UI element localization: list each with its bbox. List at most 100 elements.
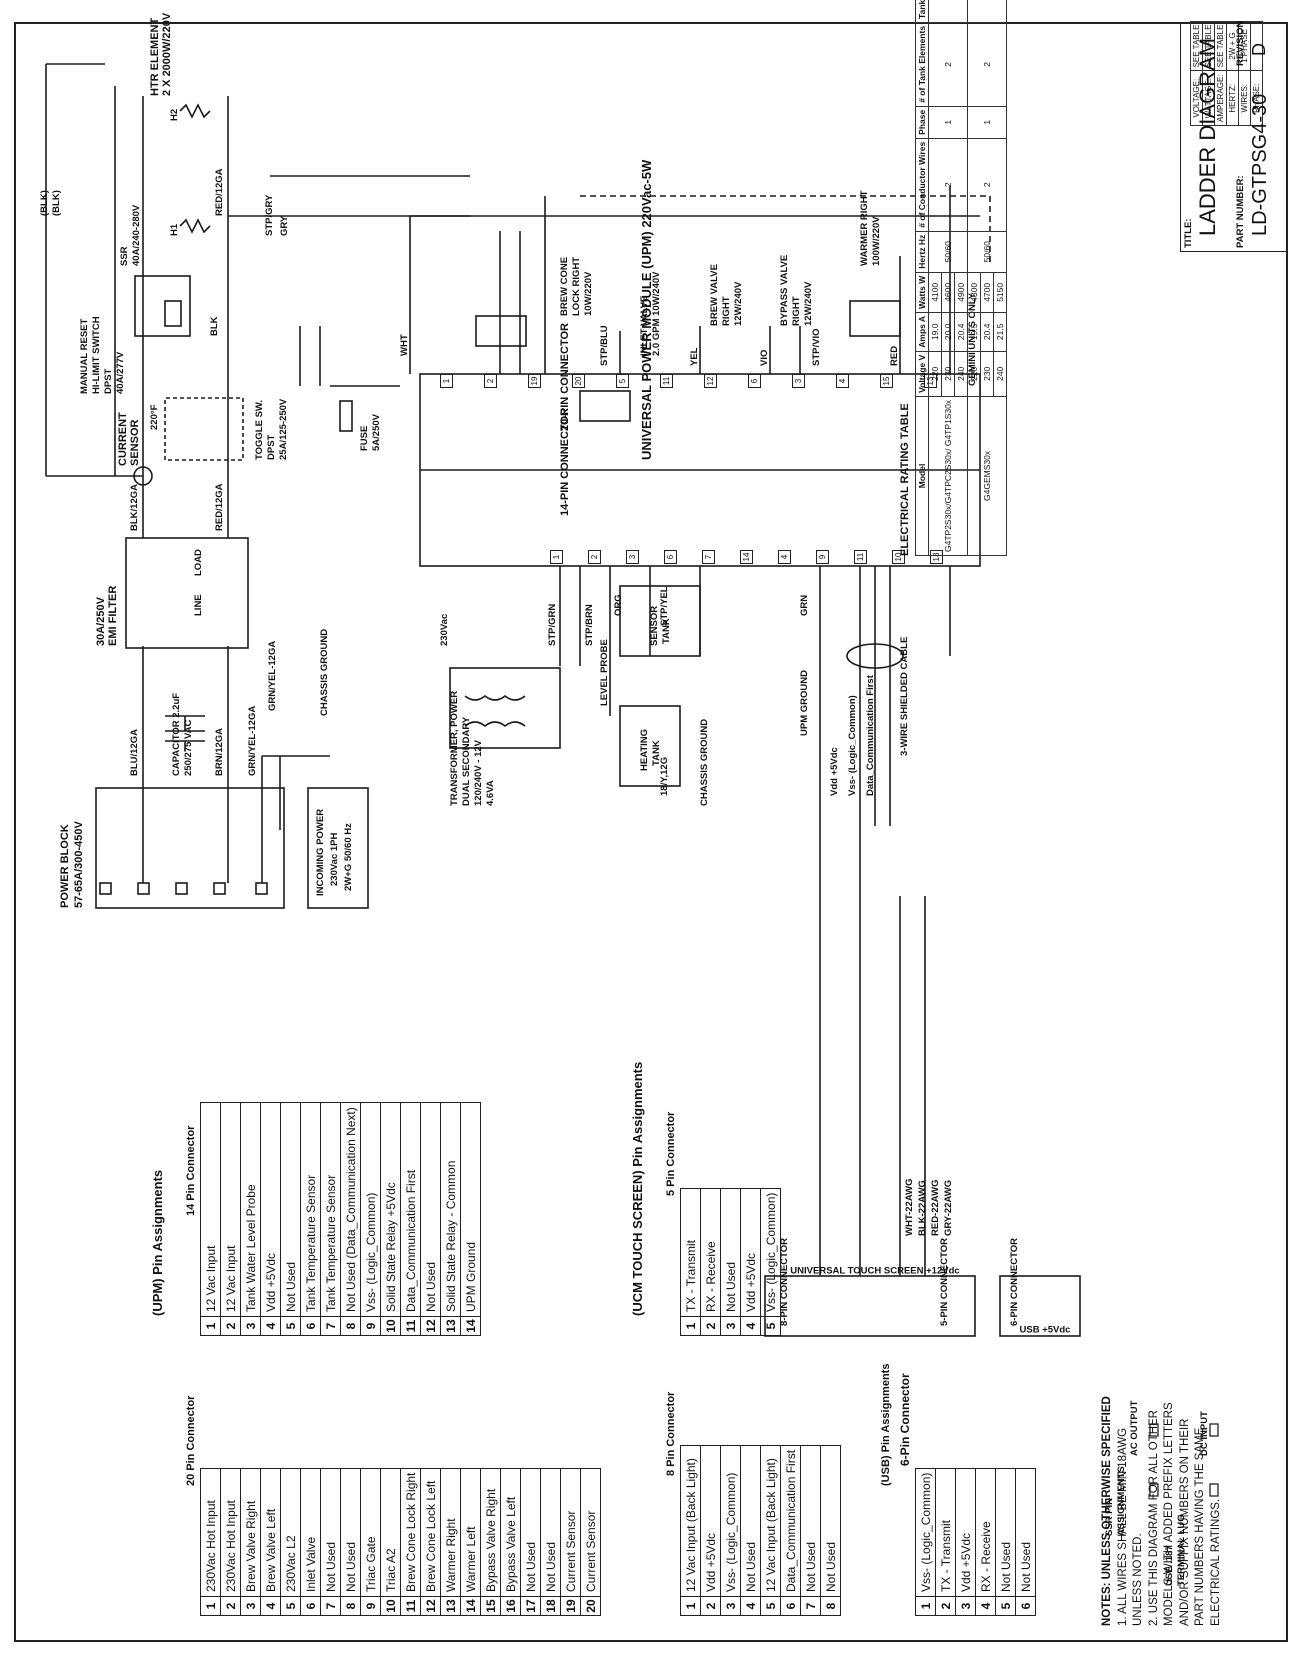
- wire-label-stpbrn: STP/BRN: [584, 604, 595, 646]
- pin-number: 4: [740, 1596, 761, 1616]
- pin-function: RX - Receive: [975, 1468, 996, 1597]
- toggle-switch-label: TOGGLE SW.: [254, 400, 265, 460]
- upm-pin: 19: [528, 374, 541, 388]
- pin-function: 12 Vac Input: [220, 1102, 241, 1317]
- wire-label-blu12: BLU/12GA: [129, 729, 140, 776]
- fuse-label: FUSE: [359, 425, 370, 451]
- pin-number: 4: [260, 1596, 281, 1616]
- h2-label: H2: [169, 108, 180, 121]
- rating-header: Tank Element Rating W/V: [915, 0, 929, 23]
- hi-limit-temp: 220°F: [149, 404, 160, 430]
- rating-cell: 4700: [980, 272, 994, 313]
- upm-pin: 5: [616, 374, 629, 388]
- wire-label-stpblu: STP/BLU: [599, 325, 610, 366]
- warmer-label: WARMER RIGHT: [859, 190, 870, 266]
- wire-label-yel: YEL: [689, 347, 700, 366]
- upm-pin: 2: [484, 374, 497, 388]
- pin-function: Not Used: [1015, 1468, 1036, 1597]
- rating-cell: 19.0: [928, 312, 942, 352]
- vdd-label: Vdd +5Vdc: [829, 747, 840, 796]
- rating-cell: 5150: [993, 272, 1007, 313]
- brew-cone-solenoid: [475, 315, 527, 347]
- upm-pin: 3: [792, 374, 805, 388]
- brew-cone-label: BREW CONE: [559, 256, 570, 316]
- hi-limit-dpst: DPST: [103, 368, 114, 394]
- rating-cell: 220: [967, 351, 981, 397]
- blk22-label: BLK-22AWG: [917, 1180, 928, 1236]
- transformer-rating: 120/240V - 12V: [473, 739, 484, 806]
- pin-function: Not Used: [820, 1445, 841, 1597]
- pin-number: 1: [680, 1596, 701, 1616]
- pin-number: 2: [220, 1596, 241, 1616]
- rating-cell: 4100: [928, 272, 942, 313]
- h1-label: H1: [169, 223, 180, 236]
- revision-value: D: [1249, 43, 1269, 56]
- rating-cell: 2000W/220V: [928, 0, 968, 23]
- incoming-power-line2: 230Vac 1PH: [329, 832, 340, 886]
- upm-pin: 1: [550, 550, 563, 564]
- pin-function: Not Used: [800, 1445, 821, 1597]
- vss-label: Vss- (Logic_Common): [847, 695, 858, 796]
- wire-label-gry: GRY: [279, 215, 290, 236]
- pin-function: Tank Temperature Sensor: [320, 1102, 341, 1317]
- pin-number: 1: [680, 1316, 701, 1336]
- pin-number: 12: [420, 1596, 441, 1616]
- warmer-rating: 100W/220V: [871, 216, 882, 266]
- pin-function: 230Vac Hot Input: [220, 1468, 241, 1597]
- title-text: LADDER DIAGRAM: [1195, 37, 1220, 236]
- wire-label-grn: GRN: [799, 594, 810, 616]
- pin-number: 3: [720, 1316, 741, 1336]
- pin-function: Warmer Left: [460, 1468, 481, 1597]
- pin-function: Not Used: [720, 1188, 741, 1317]
- wire-label-red12: RED/12GA: [214, 483, 225, 531]
- emi-load-label: LOAD: [193, 549, 204, 576]
- sensor-tank-label-2: TANK: [661, 618, 672, 644]
- rating-header: Hertz Hz: [915, 231, 929, 273]
- rating-cell: 2: [928, 138, 968, 232]
- upm-pin: 11: [854, 550, 867, 564]
- usb-table-sub: 6-Pin Connector: [898, 1373, 912, 1466]
- wire-label-blk-main: BLK: [209, 316, 220, 336]
- pin-function: Vdd +5Vdc: [260, 1102, 281, 1317]
- upm-table-heading: (UPM) Pin Assignments: [150, 1169, 165, 1316]
- rating-header: Amps A: [915, 312, 929, 352]
- incoming-power-box: [307, 787, 369, 909]
- heating-tank: [619, 705, 681, 787]
- usb-label: USB +5Vdc: [1019, 1324, 1071, 1336]
- pin-number: 15: [480, 1596, 501, 1616]
- pin-number: 1: [915, 1596, 936, 1616]
- wire-label-stpvio: STP/VIO: [811, 328, 822, 366]
- pin-function: Vss- (Logic_Common): [720, 1445, 741, 1597]
- ucm-table-sub5: 5 Pin Connector: [665, 1111, 677, 1196]
- wire-label-wht: WHT: [399, 334, 410, 356]
- rating-cell: 50/60: [967, 231, 1007, 273]
- rating-cell: 1: [967, 106, 1007, 139]
- rating-header: Voltage V: [915, 351, 929, 397]
- upm-pin: 4: [836, 374, 849, 388]
- transformer-label: TRANSFORMER, POWER: [449, 690, 460, 806]
- pin-function: Brew Valve Right: [240, 1468, 261, 1597]
- pin-number: 1: [200, 1316, 221, 1336]
- pin-number: 9: [360, 1596, 381, 1616]
- wire-label-grnyel2: GRN/YEL-12GA: [267, 640, 278, 711]
- part-label: PART NUMBER:: [1235, 175, 1246, 248]
- revision-label: REVISION: [1235, 20, 1246, 66]
- part-number: LD-GTPSG4-30: [1249, 93, 1271, 236]
- gauge-label: 18/Y,12G: [659, 756, 670, 796]
- rating-header: Model: [915, 396, 929, 556]
- rating-cell: 2000W/220V: [967, 0, 1007, 23]
- chassis-ground-label: CHASSIS GROUND: [319, 628, 330, 716]
- upm-pin: 20: [572, 374, 585, 388]
